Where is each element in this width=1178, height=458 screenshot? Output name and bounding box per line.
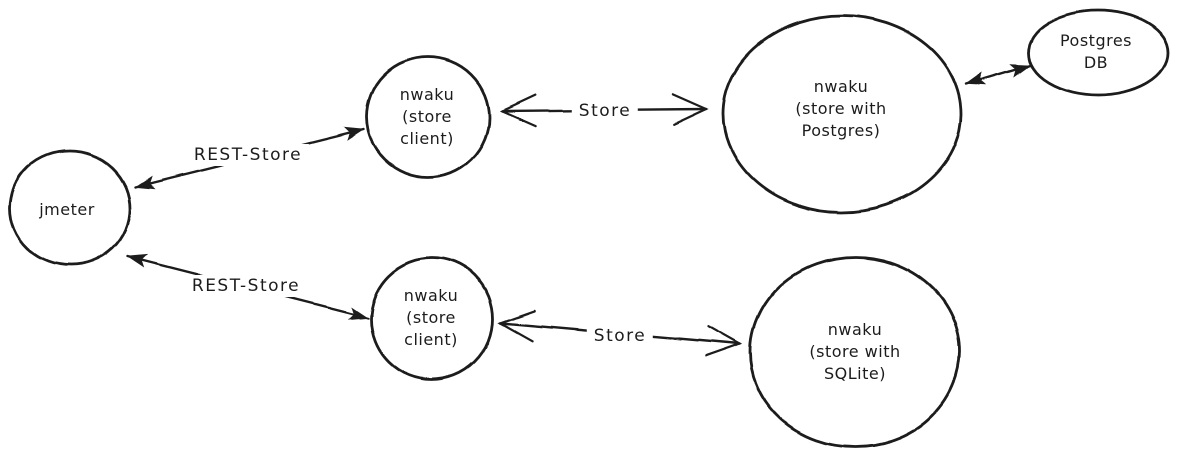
node-postgres-db [1026, 9, 1170, 97]
node-nwaku-store-client-bottom [369, 256, 495, 382]
node-nwaku-store-client-top [365, 55, 491, 179]
edge-postgres-db-link [964, 63, 1032, 86]
node-label-nwaku-store-client-top: nwaku (store client) [399, 85, 455, 148]
node-label-nwaku-store-client-bottom: nwaku (store client) [403, 286, 459, 349]
edge-label-store-bottom: Store [586, 325, 654, 347]
node-label-jmeter: jmeter [39, 200, 95, 219]
node-nwaku-store-postgres [721, 14, 963, 214]
edge-label-rest-store-top: REST-Store [186, 144, 310, 166]
node-label-nwaku-store-sqlite: nwaku (store with SQLite) [809, 320, 901, 383]
node-label-nwaku-store-postgres: nwaku (store with Postgres) [795, 77, 887, 140]
node-label-postgres-db: Postgres DB [1059, 31, 1133, 72]
node-nwaku-store-sqlite [748, 255, 962, 449]
node-jmeter [8, 149, 132, 267]
edge-label-store-top: Store [571, 100, 639, 122]
edge-label-rest-store-bottom: REST-Store [184, 275, 308, 297]
